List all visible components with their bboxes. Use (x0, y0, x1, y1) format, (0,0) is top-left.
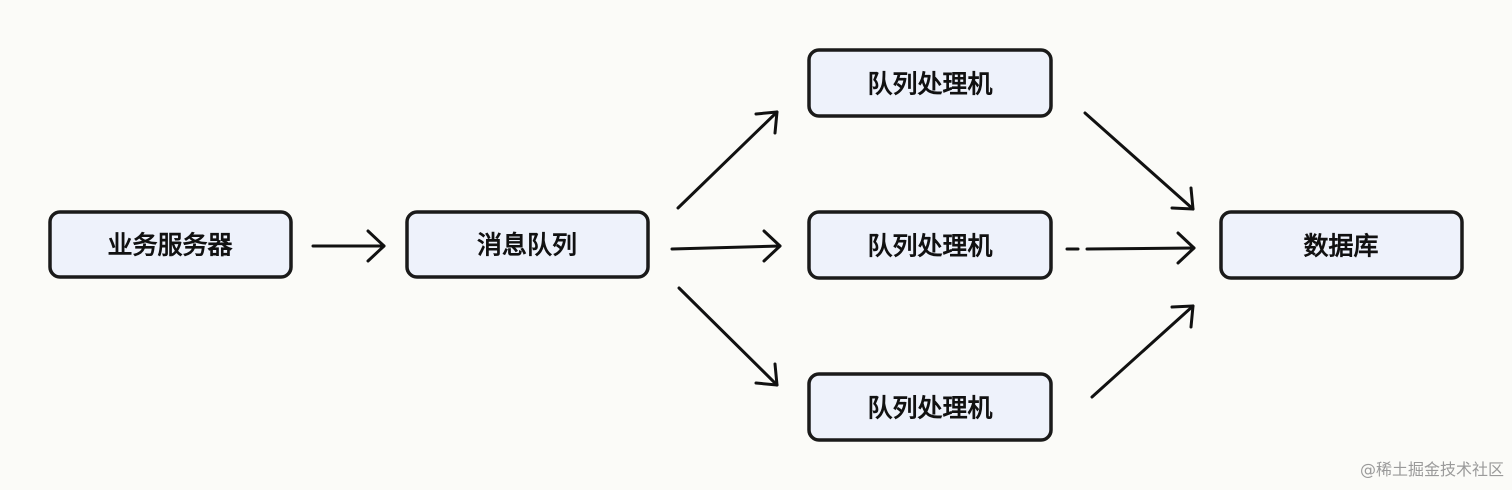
edge-queue-to-processor-top (676, 110, 779, 210)
node-database-label: 数据库 (1303, 232, 1378, 261)
edge-processor-middle-to-database (1065, 231, 1196, 265)
node-processor-top[interactable]: 队列处理机 (807, 48, 1053, 118)
watermark: @稀土掘金技术社区 (1359, 460, 1504, 479)
edge-processor-top-to-database (1083, 111, 1195, 211)
node-business-server-label: 业务服务器 (107, 231, 233, 260)
edge-queue-to-processor-bottom (677, 286, 779, 387)
node-processor-top-label: 队列处理机 (867, 70, 992, 99)
edge-processor-bottom-to-database (1090, 304, 1195, 399)
node-processor-middle[interactable]: 队列处理机 (807, 210, 1053, 280)
node-message-queue[interactable]: 消息队列 (405, 210, 650, 279)
node-database[interactable]: 数据库 (1219, 210, 1464, 280)
edge-server-to-queue (311, 229, 386, 263)
node-processor-bottom[interactable]: 队列处理机 (807, 372, 1053, 442)
edge-queue-to-processor-middle (670, 229, 782, 263)
node-processor-bottom-label: 队列处理机 (867, 394, 992, 423)
node-processor-middle-label: 队列处理机 (867, 232, 992, 261)
node-business-server[interactable]: 业务服务器 (48, 210, 293, 279)
node-message-queue-label: 消息队列 (477, 231, 577, 260)
edges (311, 110, 1196, 399)
